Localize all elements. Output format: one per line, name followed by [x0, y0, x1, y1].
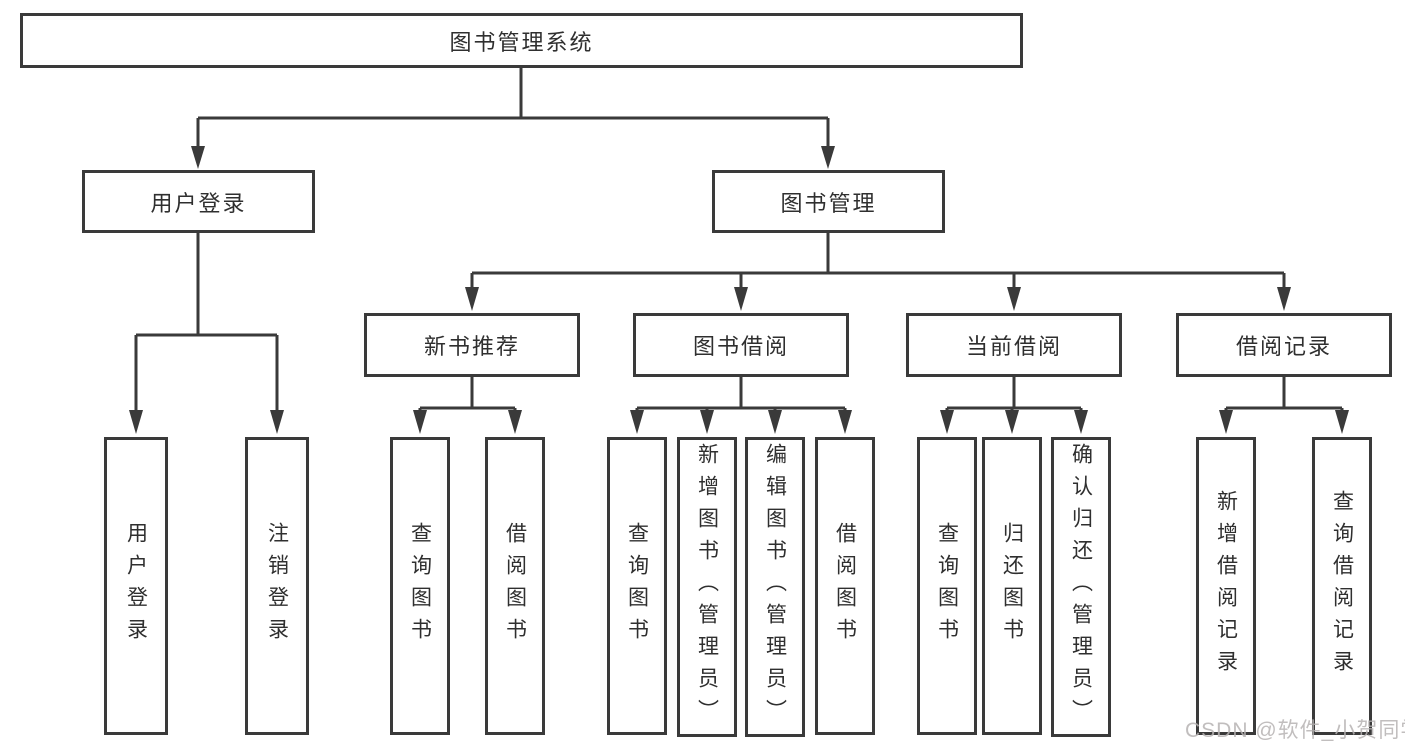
csdn-watermark: CSDN @软件_小贺同学 [1185, 719, 1405, 742]
node-book-borrow: 图书借阅 [633, 313, 849, 377]
leaf-query-books-recommend: 查询图书 [390, 437, 450, 735]
leaf-add-books-admin: 新增图书（管理员） [677, 437, 737, 737]
leaf-borrow-books: 借阅图书 [815, 437, 875, 735]
leaf-query-borrow-record: 查询借阅记录 [1312, 437, 1372, 735]
leaf-borrow-books-recommend: 借阅图书 [485, 437, 545, 735]
node-book-management: 图书管理 [712, 170, 945, 233]
leaf-confirm-return-admin: 确认归还（管理员） [1051, 437, 1111, 737]
node-new-book-recommend: 新书推荐 [364, 313, 580, 377]
leaf-add-borrow-record: 新增借阅记录 [1196, 437, 1256, 735]
leaf-edit-books-admin: 编辑图书（管理员） [745, 437, 805, 737]
node-user-login: 用户登录 [82, 170, 315, 233]
node-root-system: 图书管理系统 [20, 13, 1023, 68]
leaf-return-books: 归还图书 [982, 437, 1042, 735]
node-borrow-record: 借阅记录 [1176, 313, 1392, 377]
leaf-query-books-current: 查询图书 [917, 437, 977, 735]
leaf-query-books-borrow: 查询图书 [607, 437, 667, 735]
leaf-logout: 注销登录 [245, 437, 309, 735]
leaf-user-login: 用户登录 [104, 437, 168, 735]
node-current-borrow: 当前借阅 [906, 313, 1122, 377]
